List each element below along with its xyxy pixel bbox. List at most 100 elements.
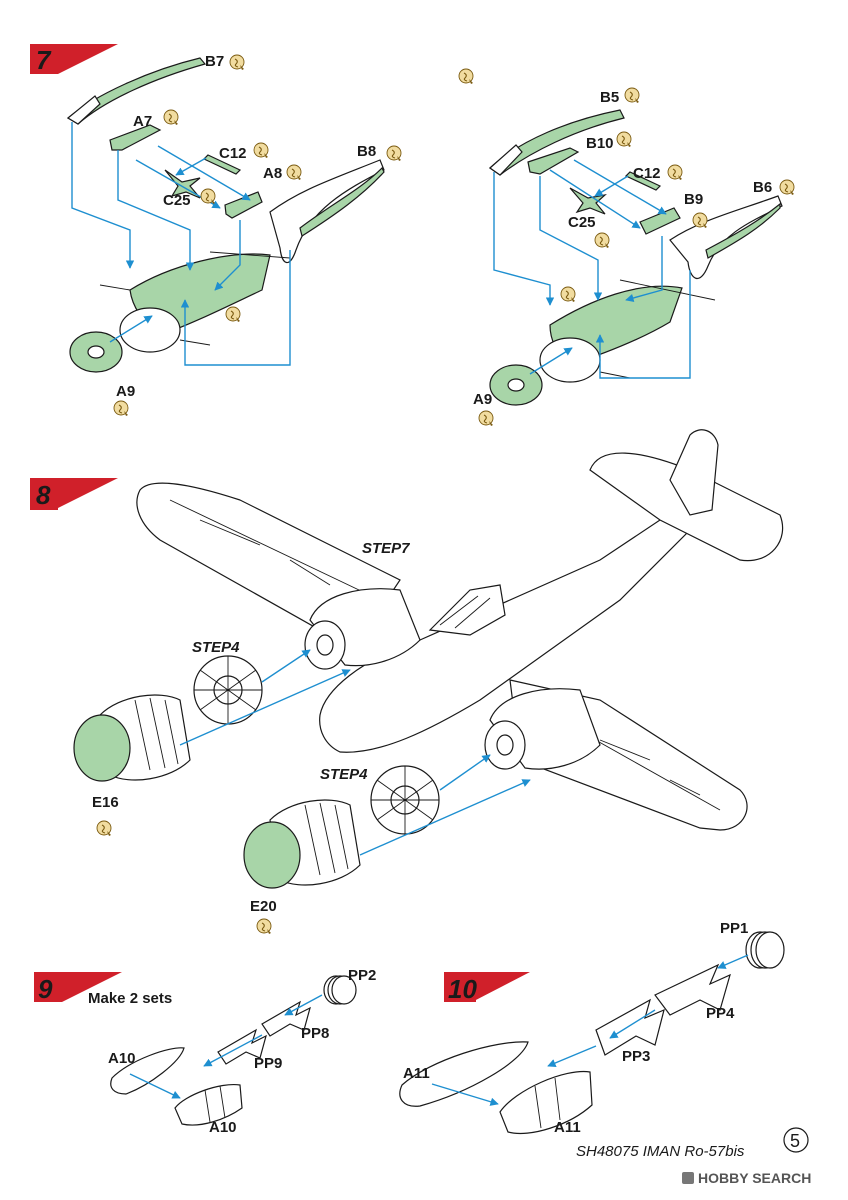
label-pp2: PP2 [348,967,376,984]
canopy-frame-left [66,95,101,125]
glue-icon [594,232,610,249]
glue-icon [225,306,241,323]
glue-icon [386,145,402,162]
part-a7 [109,124,162,151]
vertical-fin [669,429,719,516]
part-a10-outline [110,1047,185,1095]
footer: SH48075 IMAN Ro-57bis 5 HOBBY SEARCH [576,1127,811,1186]
cowling-e16 [73,694,191,782]
label-e20: E20 [250,898,277,915]
part-a11-cone [499,1070,593,1135]
glue-icon [253,142,269,159]
step-9: 9 Make 2 sets PP2 PP8 PP9 A10 A10 [34,967,376,1136]
part-a10-cone [174,1083,243,1126]
glue-icon [458,68,474,85]
canopy-frame-right [489,144,523,176]
glue-icon [286,164,302,181]
label-a9: A9 [116,383,135,400]
label-a9: A9 [473,391,492,408]
step-8-number: 8 [36,480,51,510]
watermark-logo-icon [682,1172,694,1184]
step-7: 7 B7 A7 C12 [30,44,795,427]
aircraft [136,429,784,831]
part-pp1 [745,931,785,969]
fuselage-nose-right [539,337,601,383]
label-pp8: PP8 [301,1025,329,1042]
fuselage [319,499,701,753]
label-b10: B10 [586,135,614,152]
part-b5 [489,109,625,176]
label-pp4: PP4 [706,1005,735,1022]
part-pp9 [217,1028,267,1065]
part-b8 [299,166,385,237]
label-c12: C12 [219,145,247,162]
watermark: HOBBY SEARCH [698,1170,811,1186]
glue-icon [478,410,494,427]
glue-icon [624,87,640,104]
label-e16: E16 [92,794,119,811]
label-b8: B8 [357,143,376,160]
part-a8 [224,191,263,219]
step-8: 8 [30,429,784,935]
part-b10 [527,147,580,175]
label-b6: B6 [753,179,772,196]
right-engine [370,765,440,835]
ref-step4-left: STEP4 [192,639,240,656]
step-9-flag: 9 [34,972,122,1004]
glue-icon [229,54,245,71]
label-pp1: PP1 [720,920,748,937]
glue-icon [200,188,216,205]
part-c12-right [624,171,662,191]
part-pp3 [595,998,665,1056]
glue-icon [667,164,683,181]
label-b5: B5 [600,89,619,106]
part-pp4 [654,963,731,1016]
label-a8: A8 [263,165,282,182]
step-8-flag: 8 [30,478,118,510]
glue-icon [163,109,179,126]
part-b7 [66,57,207,125]
part-pp2 [323,975,357,1005]
page-number: 5 [790,1131,800,1151]
label-a10-top: A10 [108,1050,136,1067]
label-c25: C25 [568,214,596,231]
label-pp9: PP9 [254,1055,282,1072]
label-c25: C25 [163,192,191,209]
step-10-number: 10 [448,974,477,1004]
part-b8-frame [269,159,385,264]
step-7-right-assembly: B5 B10 C12 B9 C25 B6 A9 [458,68,795,427]
part-b9 [639,207,681,235]
part-a11-outline [399,1041,529,1107]
label-a11-top: A11 [403,1065,430,1082]
label-b9: B9 [684,191,703,208]
step-7-number: 7 [36,45,52,75]
step-10-flag: 10 [444,972,530,1004]
ref-step4-right: STEP4 [320,766,368,783]
label-c12: C12 [633,165,661,182]
label-b7: B7 [205,53,224,70]
step-9-number: 9 [38,974,53,1004]
label-a10-bottom: A10 [209,1119,237,1136]
glue-icon [113,400,129,417]
label-a7: A7 [133,113,152,130]
glue-icon [616,131,632,148]
step-7-flag: 7 [30,44,118,75]
canopy [428,584,506,636]
label-pp3: PP3 [622,1048,650,1065]
glue-icon [560,286,576,303]
part-c25-right [569,187,607,215]
fuselage-nose-left [119,307,181,353]
part-b6-frame [669,195,783,279]
page-number-circle [783,1127,809,1153]
glue-icon [779,179,795,196]
step-10: 10 PP1 PP4 PP3 A11 A11 [399,920,785,1136]
part-b6 [705,202,781,259]
step-7-left-assembly: B7 A7 C12 A8 C25 B8 A9 [66,53,402,417]
ref-step7: STEP7 [362,540,410,557]
label-a11-bottom: A11 [554,1119,581,1136]
cowling-e20 [243,799,361,889]
glue-icon [256,918,272,935]
part-e16 [73,714,131,782]
part-e20 [243,821,301,889]
